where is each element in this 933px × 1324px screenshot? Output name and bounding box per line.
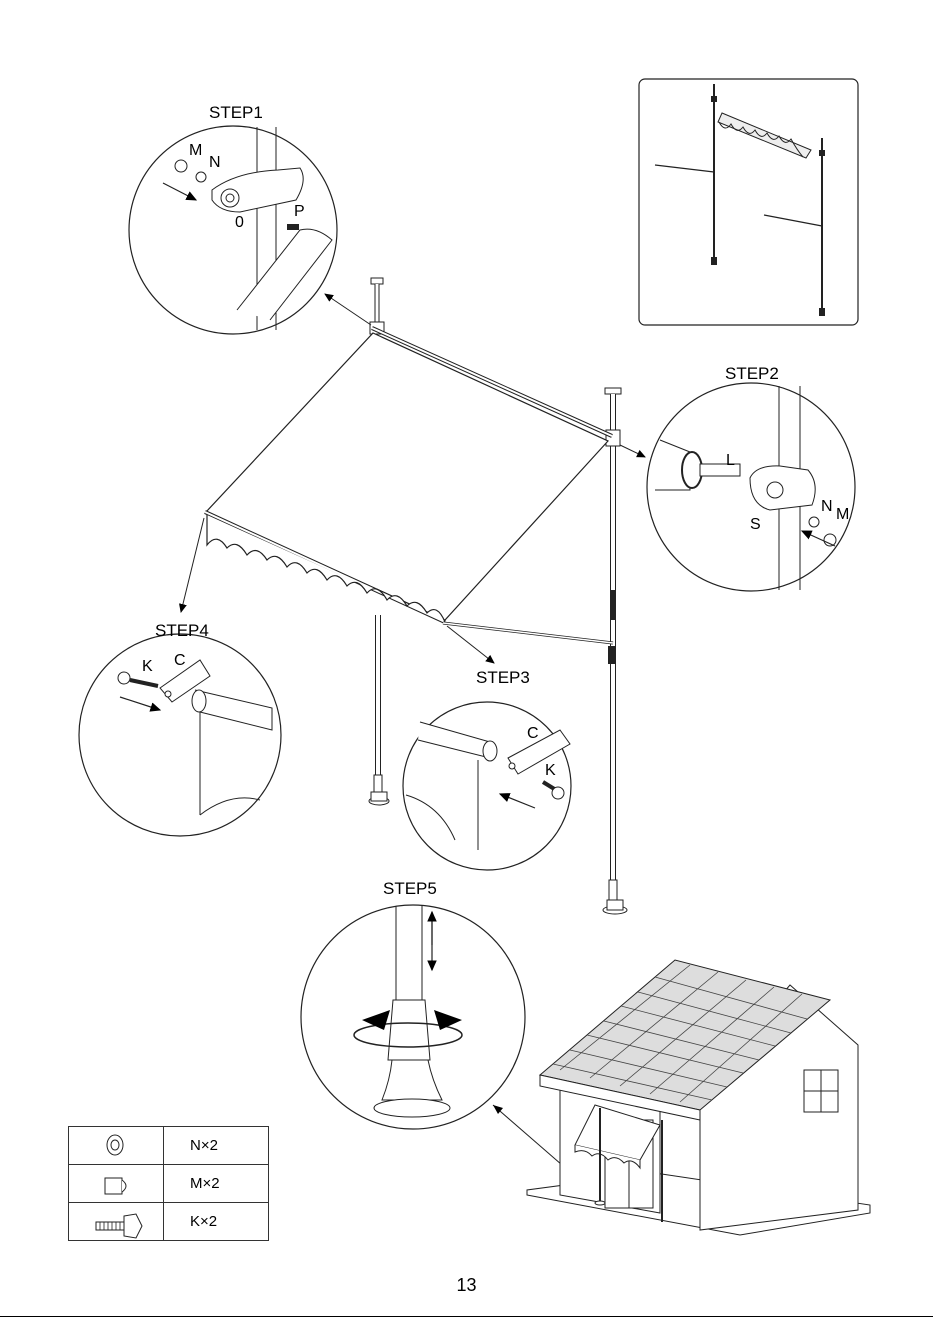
table-row: M×2 <box>69 1165 269 1203</box>
bottom-divider <box>0 1316 933 1317</box>
table-row: N×2 <box>69 1127 269 1165</box>
step1-label: STEP1 <box>209 104 263 121</box>
step1-part-o: 0 <box>235 215 244 231</box>
step3-detail <box>403 702 571 870</box>
step4-part-c: C <box>174 653 186 669</box>
parts-table: N×2 M×2 K×2 <box>68 1126 269 1241</box>
step2-label: STEP2 <box>725 365 779 382</box>
step5-label: STEP5 <box>383 880 437 897</box>
step1-detail <box>129 126 337 334</box>
step3-label: STEP3 <box>476 669 530 686</box>
overview-inset <box>639 79 858 325</box>
house-illustration <box>527 960 870 1235</box>
step1-part-p: P <box>294 204 305 220</box>
step4-part-k: K <box>142 659 153 675</box>
step2-part-l: L <box>726 453 735 469</box>
step2-part-m: M <box>836 507 849 523</box>
step1-part-n: N <box>209 155 221 171</box>
step5-detail <box>301 905 600 1198</box>
parts-qty-n: N×2 <box>164 1127 269 1165</box>
step2-detail <box>647 383 855 591</box>
step3-part-c: C <box>527 726 539 742</box>
parts-qty-k: K×2 <box>164 1203 269 1241</box>
table-row: K×2 <box>69 1203 269 1241</box>
step2-part-s: S <box>750 517 761 533</box>
step2-part-n: N <box>821 499 833 515</box>
step3-part-k: K <box>545 763 556 779</box>
page-number: 13 <box>0 1275 933 1296</box>
step1-part-m: M <box>189 143 202 159</box>
step4-label: STEP4 <box>155 622 209 639</box>
parts-qty-m: M×2 <box>164 1165 269 1203</box>
